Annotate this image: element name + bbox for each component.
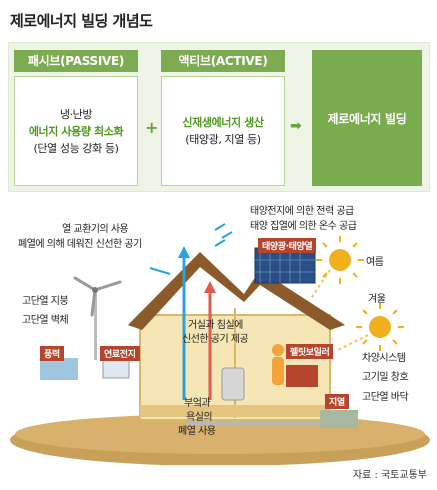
wind-farm-image [40,358,78,380]
label-winter: 겨울 [368,294,386,305]
label-summer: 여름 [366,257,384,268]
active-column: 액티브(ACTIVE) 신재생에너지 생산 (태양광, 지열 등) [161,50,285,188]
fresh-air-arrow-icon [178,246,190,400]
active-line2: (태양광, 지열 등) [185,133,261,146]
sun-winter-icon [356,303,404,351]
arrow-right-icon: ➡ [290,118,302,134]
passive-line3: (단열 성능 강화 등) [33,141,119,155]
active-line1: 신재생에너지 생산 [182,116,264,129]
tag-pellet-boiler: 펠릿보일러 [286,344,334,359]
label-roof-insulation: 고단열 지붕 [22,296,69,307]
geothermal-image [320,410,358,428]
label-bathroom: 욕실의 [186,412,213,423]
page-title: 제로에너지 빌딩 개념도 [10,12,153,30]
wind-gust-icon [214,223,233,247]
solar-panel-icon [254,247,316,284]
tag-fuel-cell: 연료전지 [100,346,140,361]
label-airtight-window: 고기밀 창호 [362,372,409,383]
house-illustration [10,223,430,465]
label-shade-system: 차양시스템 [362,353,406,364]
active-header: 액티브(ACTIVE) [161,50,285,72]
tag-wind: 풍력 [40,346,64,361]
warm-air-arrow-icon [204,281,216,400]
passive-line2: 에너지 사용량 최소화 [28,124,124,138]
plus-sign: + [145,118,159,137]
label-waste-heat: 폐열 사용 [178,426,216,437]
fuel-cell-image [102,357,130,379]
passive-column: 패시브(PASSIVE) 냉·난방 에너지 사용량 최소화 (단열 성능 강화 … [14,50,138,188]
tag-geothermal: 지열 [325,394,349,409]
result-box: 제로에너지 빌딩 [312,50,422,186]
person-icon [272,344,284,385]
tag-pv: 태양광·태양열 [258,238,317,253]
wind-turbine-icon [73,276,122,360]
label-wall-insulation: 고단열 벽체 [22,315,69,326]
source-note: 자료 : 국토교통부 [352,470,427,481]
label-floor-insulation: 고단열 바닥 [362,392,409,403]
cold-air-icon [149,267,171,275]
label-living-room: 거실과 침실에 [188,320,243,331]
sunlight-rays [309,269,369,351]
label-fresh-air: 신선한 공기 제공 [182,334,249,345]
label-solar-power: 태양전지에 의한 전력 공급 [250,206,354,217]
pellet-boiler-image [286,365,318,387]
passive-line1: 냉·난방 [59,107,93,121]
label-heat-exchange: 열 교환기의 사용 [62,224,129,235]
label-solar-heat: 태양 집열에 의한 온수 공급 [250,221,357,232]
label-heat-exchange-detail: 폐열에 의해 데워진 신선한 공기 [18,239,142,250]
sun-icon [316,236,364,284]
passive-card: 냉·난방 에너지 사용량 최소화 (단열 성능 강화 등) [14,76,138,186]
label-kitchen: 부엌과 [184,398,211,409]
passive-header: 패시브(PASSIVE) [14,50,138,72]
fridge-icon [221,367,245,401]
active-card: 신재생에너지 생산 (태양광, 지열 등) [161,76,285,186]
